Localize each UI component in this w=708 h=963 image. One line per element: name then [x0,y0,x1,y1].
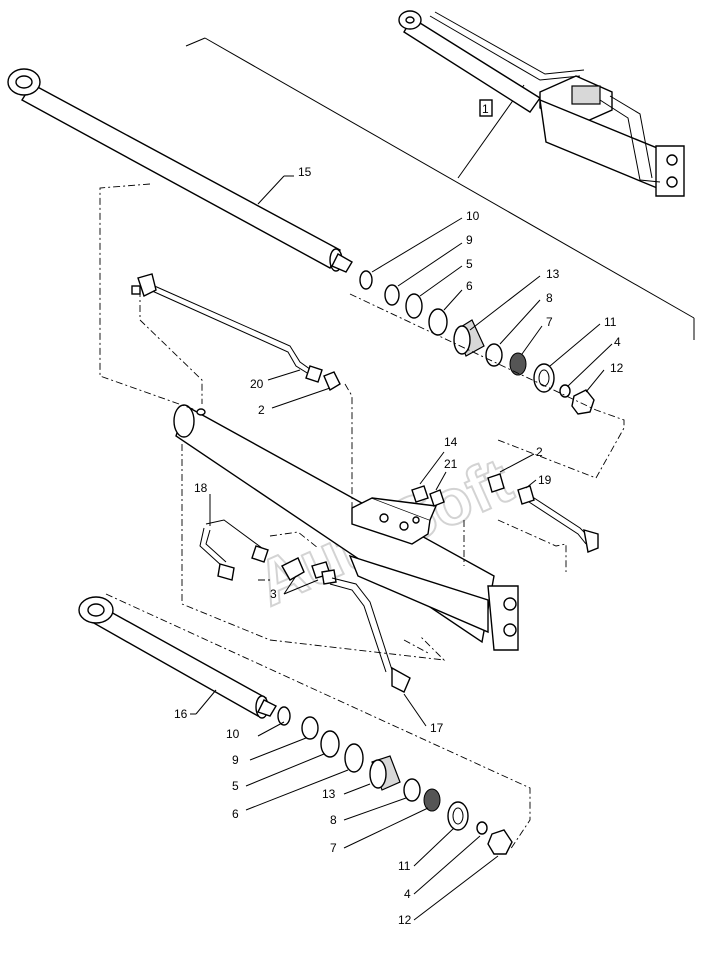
fittings-14-21 [411,485,445,507]
lower-seal-kit [277,706,513,855]
callout-12-upper: 12 [610,361,624,375]
fittings-3 [281,557,337,585]
callout-14: 14 [444,435,458,449]
callout-11-lower: 11 [398,859,411,873]
callout-7-lower: 7 [330,841,337,855]
upper-seal-kit [359,270,595,415]
callout-4-lower: 4 [404,887,411,901]
callout-20: 20 [250,377,264,391]
assembly-dashed-lines [99,183,625,851]
callout-13-upper: 13 [546,267,560,281]
callout-13-lower: 13 [322,787,336,801]
callout-7-upper: 7 [546,315,553,329]
callout-8-lower: 8 [330,813,337,827]
callout-8-upper: 8 [546,291,553,305]
upper-seal-leaders [371,217,613,393]
callout-15: 15 [298,165,312,179]
fitting-2-and-pipe-19 [487,473,599,553]
callout-16: 16 [174,707,188,721]
cylinder-barrel [173,404,519,651]
callout-1: 1 [482,102,489,116]
hydraulic-pipe-20 [131,273,341,392]
hydraulic-pipe-18 [199,519,269,581]
callout-19: 19 [538,473,552,487]
callout-12-lower: 12 [398,913,412,927]
lower-seal-leaders [245,721,499,921]
callout-4-upper: 4 [614,335,621,349]
callout-17: 17 [430,721,444,735]
upper-piston-rod [7,68,353,273]
lower-piston-rod [78,596,277,719]
callout-10-upper: 10 [466,209,480,223]
callout-2-lower: 2 [536,445,543,459]
callout-18: 18 [194,481,208,495]
callout-5-lower: 5 [232,779,239,793]
callout-2-upper: 2 [258,403,265,417]
callout-3: 3 [270,587,277,601]
callout-21: 21 [444,457,458,471]
callout-10-lower: 10 [226,727,240,741]
callout-5-upper: 5 [466,257,473,271]
callout-6-upper: 6 [466,279,473,293]
callout-11-upper: 11 [604,315,617,329]
callout-6-lower: 6 [232,807,239,821]
callout-9-lower: 9 [232,753,239,767]
callout-9-upper: 9 [466,233,473,247]
assembled-cylinder-inset [185,10,695,340]
hydraulic-pipe-17 [329,577,411,693]
